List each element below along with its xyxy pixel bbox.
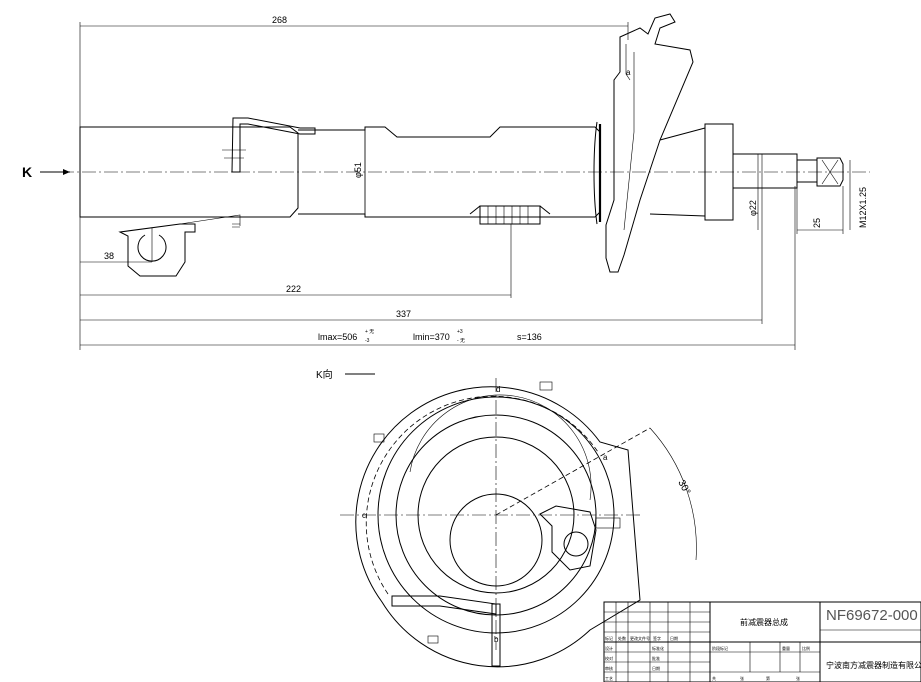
k-view-bracket-hole xyxy=(563,531,589,557)
tb-total: 共 xyxy=(712,675,716,681)
seat-circle-1 xyxy=(377,396,615,634)
tb-h4: 日期 xyxy=(670,635,678,641)
tb-h1: 处数 xyxy=(618,635,626,641)
lmax-tol-bot: -3 xyxy=(365,338,370,344)
tb-r6: 批准 xyxy=(652,655,660,661)
tb-scale: 比例 xyxy=(802,645,810,651)
dim-38-text: 38 xyxy=(104,251,114,261)
dimension-lines: 268 38 222 337 lmax=506 + 无 -3 lmin=370 … xyxy=(79,15,868,350)
view-arrow-label: K xyxy=(22,164,32,180)
piston-rod xyxy=(732,153,798,189)
company-name: 宁波南方减震器制造有限公司 xyxy=(826,660,921,670)
nut-cross xyxy=(821,159,839,185)
hose-bracket xyxy=(231,117,316,173)
top-nut xyxy=(816,157,844,187)
product-name: 前减震器总成 xyxy=(740,617,788,627)
lmin-text: lmin=370 xyxy=(413,332,450,342)
tb-r3: 审核 xyxy=(605,665,613,671)
tb-weight: 重量 xyxy=(782,645,790,651)
title-block: 标记 处数 更改文件号 签字 日期 设计 校对 审核 工艺 标准化 批准 日期 … xyxy=(603,601,921,682)
stabilizer-bracket xyxy=(479,205,541,225)
drawing-number: NF69672-000 xyxy=(826,607,918,624)
tb-sheet-b: 张 xyxy=(796,675,800,681)
mount-flange-lines xyxy=(649,127,706,217)
dim-phi51-text: φ51 xyxy=(353,162,363,178)
tb-r5: 标准化 xyxy=(652,645,664,651)
tb-r1: 设计 xyxy=(605,645,613,651)
lmin-tol-top: +3 xyxy=(457,329,463,335)
k-view-lower-arm xyxy=(391,595,497,615)
dim-337-text: 337 xyxy=(396,309,411,319)
tb-stage: 阶段标记 xyxy=(712,645,728,651)
marker-b: b xyxy=(494,635,499,644)
angle-text: 30° xyxy=(675,478,692,497)
knuckle-bracket xyxy=(118,223,196,277)
hose-clip xyxy=(222,149,246,159)
dim-phi22-text: φ22 xyxy=(748,200,758,216)
dim-268-text: 268 xyxy=(272,15,287,25)
lmax-text: lmax=506 xyxy=(318,332,357,342)
ring-notch-top xyxy=(539,381,553,391)
seat-inner-rib xyxy=(623,52,635,231)
dim-25-text: 25 xyxy=(812,218,822,228)
angle-arc xyxy=(649,427,697,561)
tb-r7: 日期 xyxy=(652,665,660,671)
lmax-tol-top: + 无 xyxy=(365,329,374,335)
k-view-bracket-tab xyxy=(595,517,621,529)
k-view: K向 30° d a c b xyxy=(316,368,697,668)
spring-coil-arc xyxy=(409,394,592,501)
spring-upper-seat xyxy=(605,13,694,273)
marker-a-top: a xyxy=(626,68,631,77)
tb-r2: 校对 xyxy=(605,655,613,661)
inner-bore xyxy=(449,493,543,587)
dim-thread-text: M12X1.25 xyxy=(858,187,868,228)
ring-notch-left xyxy=(373,433,385,443)
marker-c: c xyxy=(362,511,366,520)
outer-seat-dashed xyxy=(365,395,599,595)
marker-a-ring: a xyxy=(603,453,608,462)
rod-thread xyxy=(796,159,818,183)
reservoir-tube xyxy=(298,126,601,218)
seat-inner-edge xyxy=(625,44,631,81)
lmin-tol-bot: - 无 xyxy=(457,338,465,344)
k-view-bracket xyxy=(539,505,597,571)
dim-222-text: 222 xyxy=(286,284,301,294)
bracket-arm xyxy=(179,214,241,228)
tb-sheet-a: 张 xyxy=(740,675,744,681)
spring-seat-outer xyxy=(593,121,598,225)
k-view-label: K向 xyxy=(316,368,333,381)
stroke-text: s=136 xyxy=(517,332,542,342)
tb-h3: 签字 xyxy=(653,635,661,641)
tb-h2: 更改文件号 xyxy=(630,635,650,641)
bracket-hatch xyxy=(487,206,529,224)
tb-no: 第 xyxy=(766,675,770,681)
view-arrow-head xyxy=(63,169,70,175)
seat-circle-2 xyxy=(395,414,597,616)
marker-d: d xyxy=(496,385,500,394)
angle-leader xyxy=(495,427,651,516)
seat-circle-3 xyxy=(417,436,575,594)
k-view-lower-stem xyxy=(491,603,501,667)
tb-h0: 标记 xyxy=(605,635,613,641)
strut-side-view: K a xyxy=(22,13,870,277)
outer-seat-ring xyxy=(355,386,641,668)
ring-notch-bottom xyxy=(427,635,439,644)
bracket-chamfer xyxy=(469,205,551,215)
tb-r4: 工艺 xyxy=(605,676,613,681)
